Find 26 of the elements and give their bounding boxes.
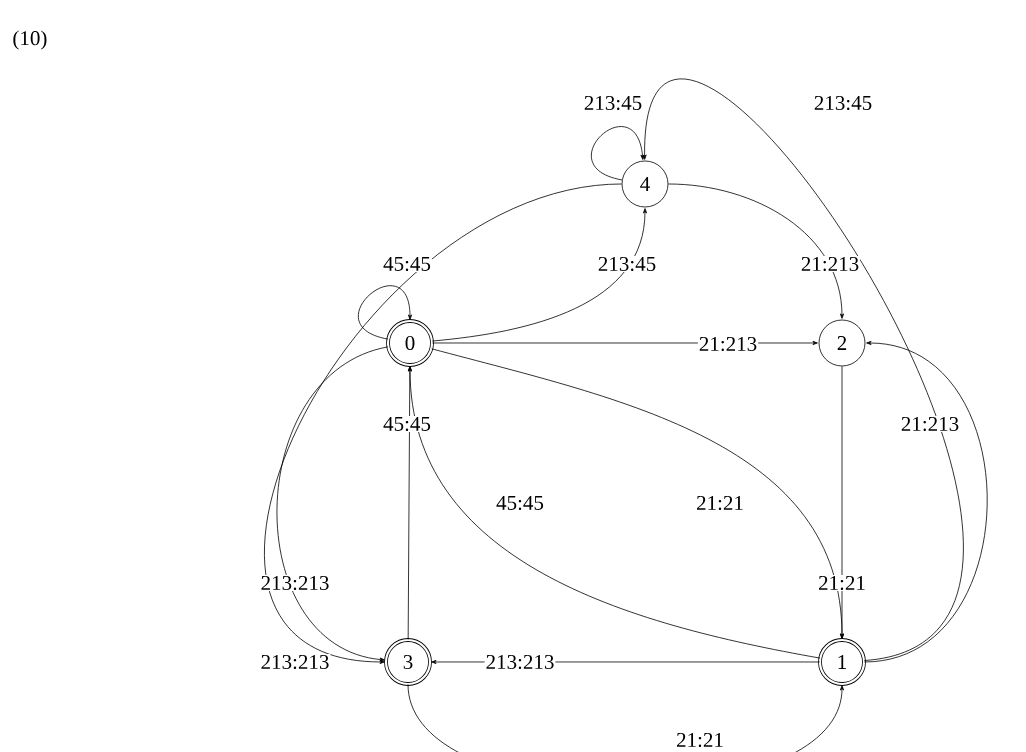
figure-number: (10) [13,30,47,50]
edge-label: 21:213 [799,255,861,273]
transition-arrow [431,348,844,639]
transition-arrow [264,183,622,664]
edge-label: 213:213 [484,653,556,671]
edge-label: 213:213 [259,653,331,671]
edge-label: 45:45 [382,255,432,273]
transition-arrow [276,346,389,662]
self-loop [358,285,412,340]
edge-label: 21:213 [899,415,961,433]
edge-label: 45:45 [495,494,545,512]
transition-arrow [407,684,844,752]
edge-label: 213:45 [582,94,644,112]
edge-label: 213:45 [812,94,874,112]
edge-label: 21:213 [697,335,759,353]
transition-arrow [431,208,647,342]
edge-label: 21:21 [695,494,745,512]
edge-label: 213:45 [596,255,658,273]
edge-label: 21:21 [817,574,867,592]
edge-label: 213:213 [259,574,331,592]
transition-arrow [407,366,412,640]
transition-arrow [668,183,844,319]
edge-label: 45:45 [382,415,432,433]
edge-label: 21:21 [675,731,725,749]
transition-arrow [864,340,988,663]
self-loop [591,126,645,181]
